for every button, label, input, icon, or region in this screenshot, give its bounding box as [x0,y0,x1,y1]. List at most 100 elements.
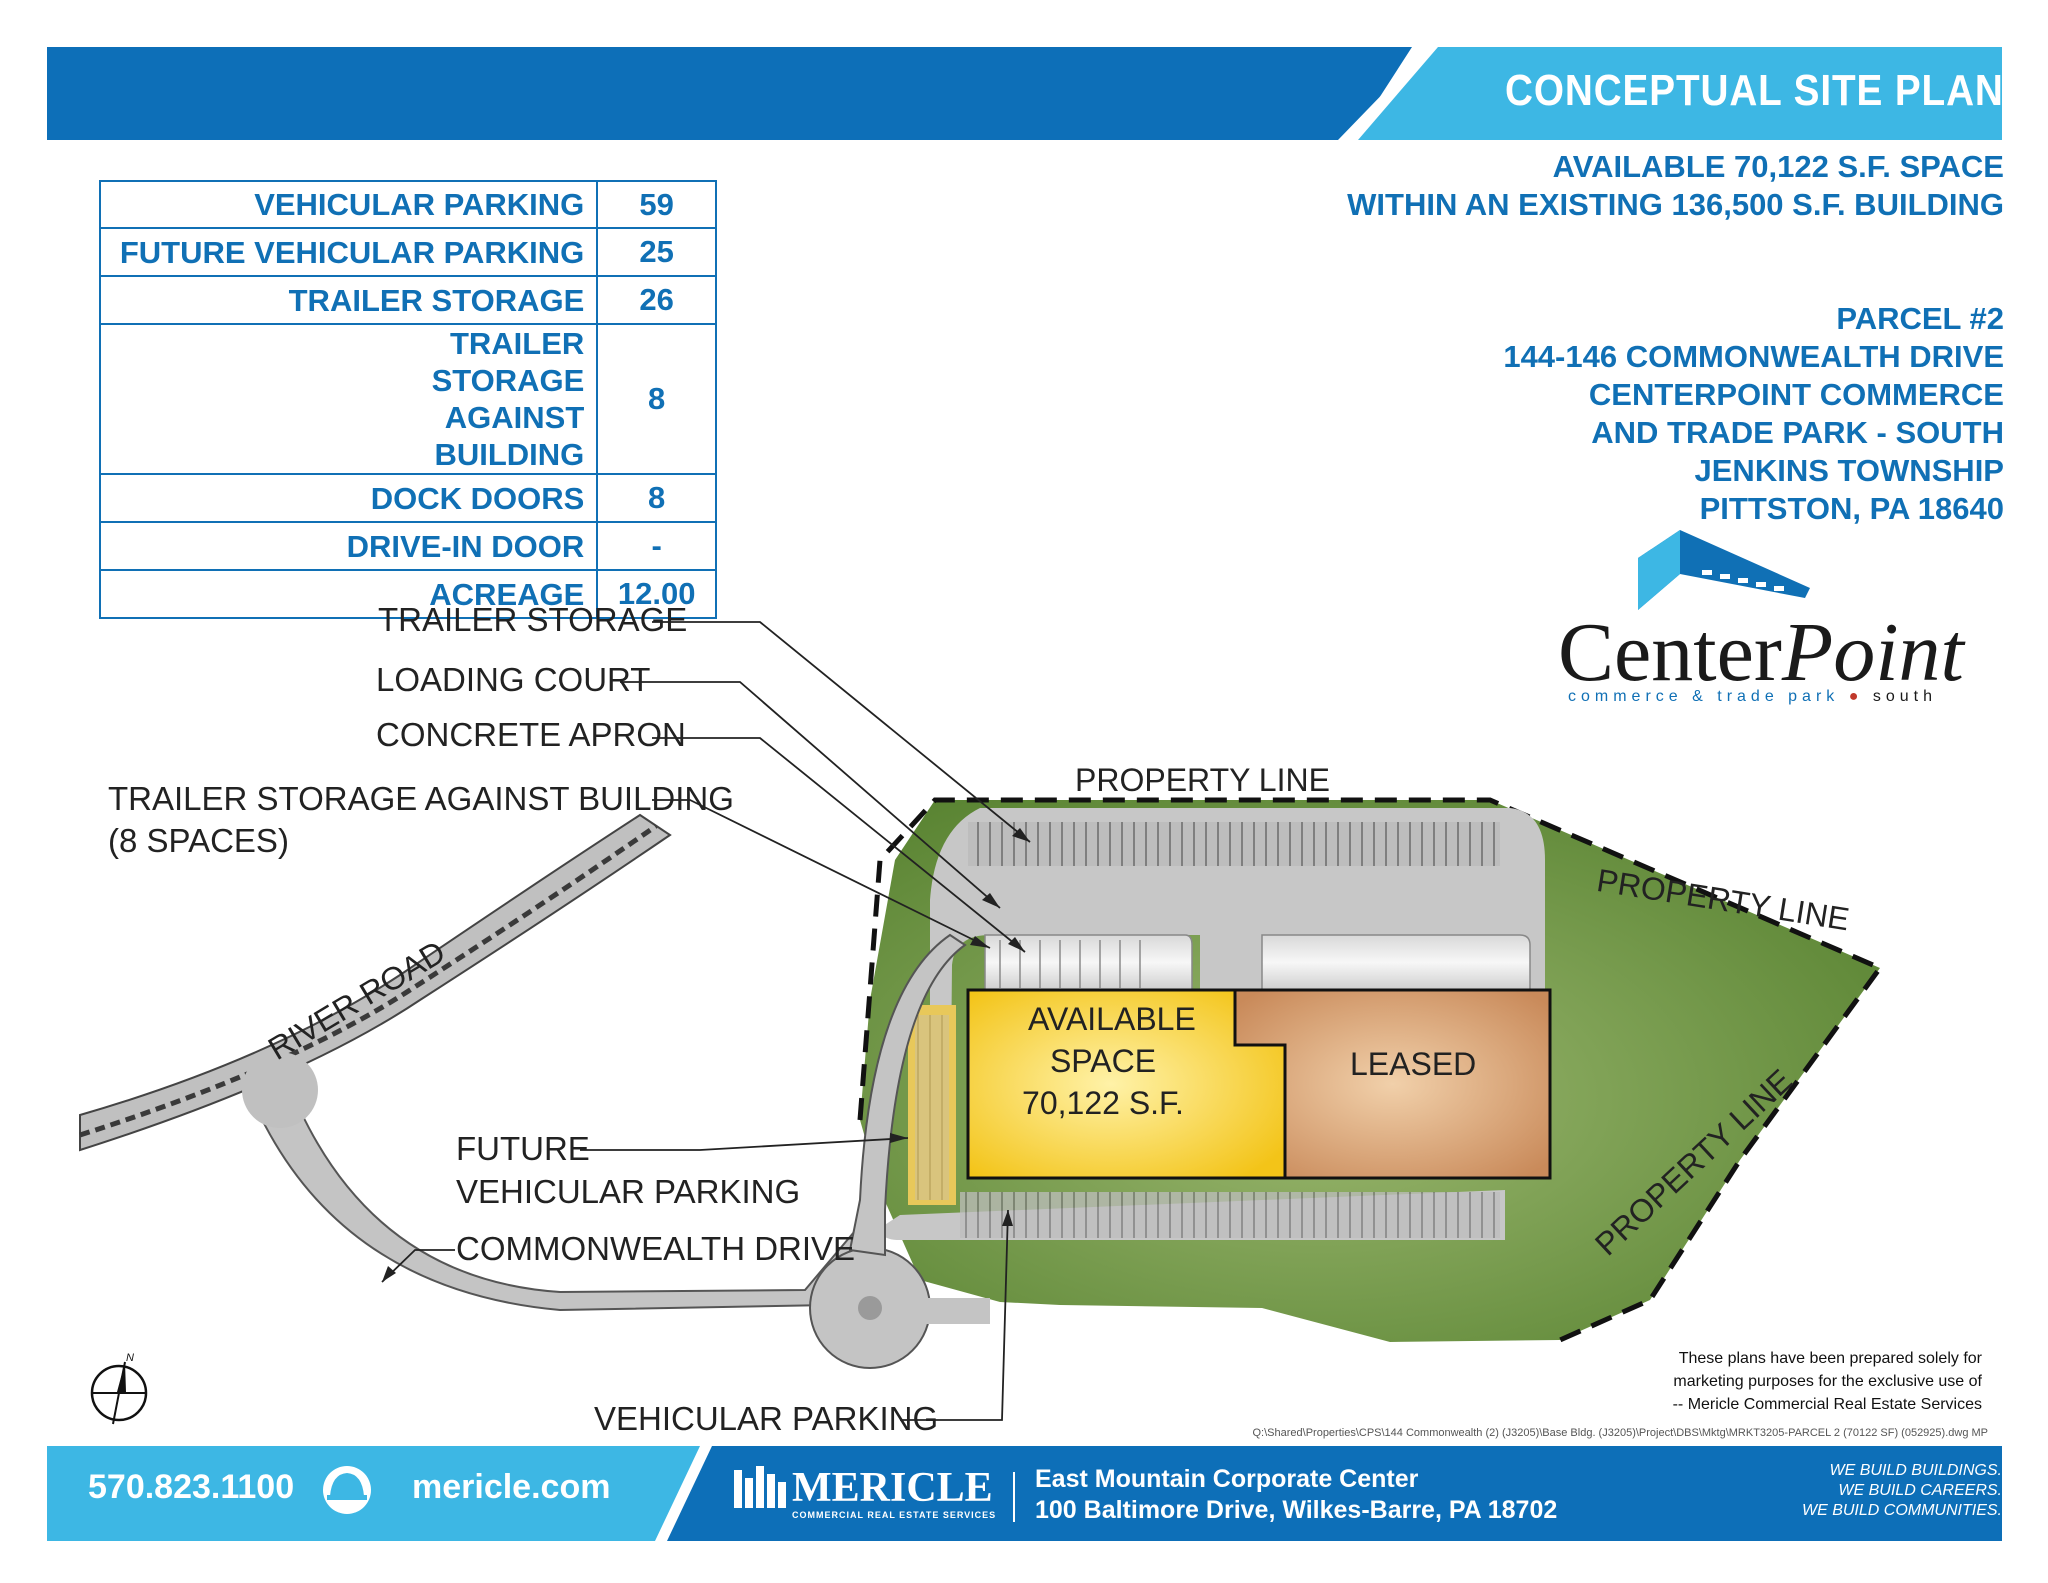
callout-commonwealth: COMMONWEALTH DRIVE [456,1230,856,1267]
arrow-icon [890,1133,908,1143]
future-parking-stalls [915,1015,949,1200]
table-row: DOCK DOORS 8 [98,473,717,523]
table-row: TRAILER STORAGE 26 [98,275,717,325]
available-space-label: SPACE [1049,1043,1157,1079]
footer-address-line: 100 Baltimore Drive, Wilkes-Barre, PA 18… [1035,1496,1558,1524]
logo-tagline-end: south [1872,688,1937,705]
arrow-icon [982,893,1000,908]
stat-value: 26 [596,275,717,325]
stat-value: 59 [596,180,717,229]
callout-concrete-apron: CONCRETE APRON [376,716,686,753]
subtitle-line: WITHIN AN EXISTING 136,500 S.F. BUILDING [1347,187,2004,222]
footer-band-light [47,1446,700,1541]
footer-tagline-line: WE BUILD BUILDINGS. [1829,1462,2002,1479]
leader-line [580,1137,909,1151]
stats-table: VEHICULAR PARKING 59 FUTURE VEHICULAR PA… [98,180,717,619]
trailer-storage-stalls [968,822,1500,866]
disclaimer-line: -- Mericle Commercial Real Estate Servic… [1672,1396,1982,1413]
leased-label: LEASED [1350,1046,1477,1082]
callout-trailer-storage: TRAILER STORAGE [378,601,688,638]
footer-tagline-line: WE BUILD COMMUNITIES. [1801,1502,2002,1519]
mericle-brand: MERICLE [792,1465,993,1511]
footer-tagline: WE BUILD BUILDINGS. WE BUILD CAREERS. WE… [1802,1461,2002,1521]
stat-value: 8 [596,473,717,523]
table-row: FUTURE VEHICULAR PARKING 25 [98,227,717,277]
callout-loading-court: LOADING COURT [376,661,651,698]
header-band [47,47,2002,140]
address-line: JENKINS TOWNSHIP [1694,453,2004,488]
footer-band-dark [667,1446,2002,1541]
cul-de-sac-spur [920,1298,990,1324]
property-line-label: PROPERTY LINE [1075,762,1330,798]
footer-address: East Mountain Corporate Center 100 Balti… [1035,1464,1557,1526]
address-line: PITTSTON, PA 18640 [1699,491,2004,526]
stat-label-text: TRAILER STORAGE AGAINST BUILDING [431,326,585,472]
address-line: PARCEL #2 [1836,301,2004,336]
callout-future-parking: FUTURE [456,1130,590,1167]
arrow-icon [1008,937,1025,952]
north-label: N [126,1352,134,1364]
centerpoint-logo-mark [1638,530,1810,610]
logo-name-part1: Center [1558,606,1782,699]
callout-trailer-against: TRAILER STORAGE AGAINST BUILDING [108,780,734,817]
dot-icon: ● [1848,688,1864,705]
table-row: DRIVE-IN DOOR - [98,521,717,571]
disclaimer-line: These plans have been prepared solely fo… [1678,1350,1982,1367]
cul-de-sac-island [858,1296,882,1320]
stat-label: DRIVE-IN DOOR [98,521,599,571]
callout-trailer-against-sub: (8 SPACES) [108,822,289,859]
stat-label: DOCK DOORS [98,473,599,523]
access-drive [848,933,967,1257]
arrow-icon [970,936,990,948]
address-line: 144-146 COMMONWEALTH DRIVE [1503,339,2004,374]
leader-line [620,681,1001,909]
stat-label: ACREAGE [98,569,599,619]
stat-label: TRAILER STORAGE AGAINST BUILDING [98,323,599,475]
leased-building [1233,988,1552,1180]
table-row: ACREAGE 12.00 [98,569,717,619]
footer-address-line: East Mountain Corporate Center [1035,1465,1419,1493]
stat-label: TRAILER STORAGE [98,275,599,325]
footer-website[interactable]: mericle.com [412,1468,611,1506]
callout-vehicular-parking: VEHICULAR PARKING [594,1400,939,1437]
table-row: VEHICULAR PARKING 59 [98,180,717,229]
table-row: TRAILER STORAGE AGAINST BUILDING 8 [98,323,717,475]
callout-future-parking-2: VEHICULAR PARKING [456,1173,801,1210]
centerpoint-logo-text: CenterPoint [1558,604,1964,701]
leader-line [652,621,1031,843]
arrow-icon [1002,1210,1013,1226]
subtitle-line: AVAILABLE 70,122 S.F. SPACE [1552,149,2004,184]
river-road-centerline [79,823,658,1138]
logo-tagline: commerce & trade park [1568,688,1840,705]
file-path: Q:\Shared\Properties\CPS\144 Commonwealt… [1252,1427,1989,1439]
concrete-apron [1261,934,1531,991]
footer-phone[interactable]: 570.823.1100 [88,1468,295,1506]
property-line-dashes [857,797,1884,1343]
logo-name-part2: Point [1781,606,1964,699]
footer-tagline-line: WE BUILD CAREERS. [1838,1482,2002,1499]
available-space-sf: 70,122 S.F. [1022,1085,1184,1121]
address-line: AND TRADE PARK - SOUTH [1591,415,2004,450]
stat-value: 12.00 [596,569,717,619]
intersection [242,1052,318,1128]
disclaimer-line: marketing purposes for the exclusive use… [1673,1373,1982,1390]
stat-label: FUTURE VEHICULAR PARKING [98,227,599,277]
stat-value: 8 [596,323,717,475]
leader-line [900,1209,1009,1421]
leader-line [652,737,1026,953]
address-block: PARCEL #2 144-146 COMMONWEALTH DRIVE CEN… [1503,300,2004,528]
leader-line [652,799,991,949]
arrow-icon [1012,828,1030,842]
address-line: CENTERPOINT COMMERCE [1588,377,2004,412]
centerpoint-tagline: commerce & trade park ● south [1568,688,1937,706]
page-title: CONCEPTUAL SITE PLAN [1505,66,2004,115]
available-space-label: AVAILABLE [1028,1001,1196,1037]
stat-value: 25 [596,227,717,277]
stat-label: VEHICULAR PARKING [98,180,599,229]
mericle-logo-mark [734,1466,786,1508]
subtitle-block: AVAILABLE 70,122 S.F. SPACE WITHIN AN EX… [1347,148,2004,224]
river-road [79,813,672,1152]
arrow-icon [382,1266,396,1282]
vehicular-parking-stalls [960,1192,1500,1238]
